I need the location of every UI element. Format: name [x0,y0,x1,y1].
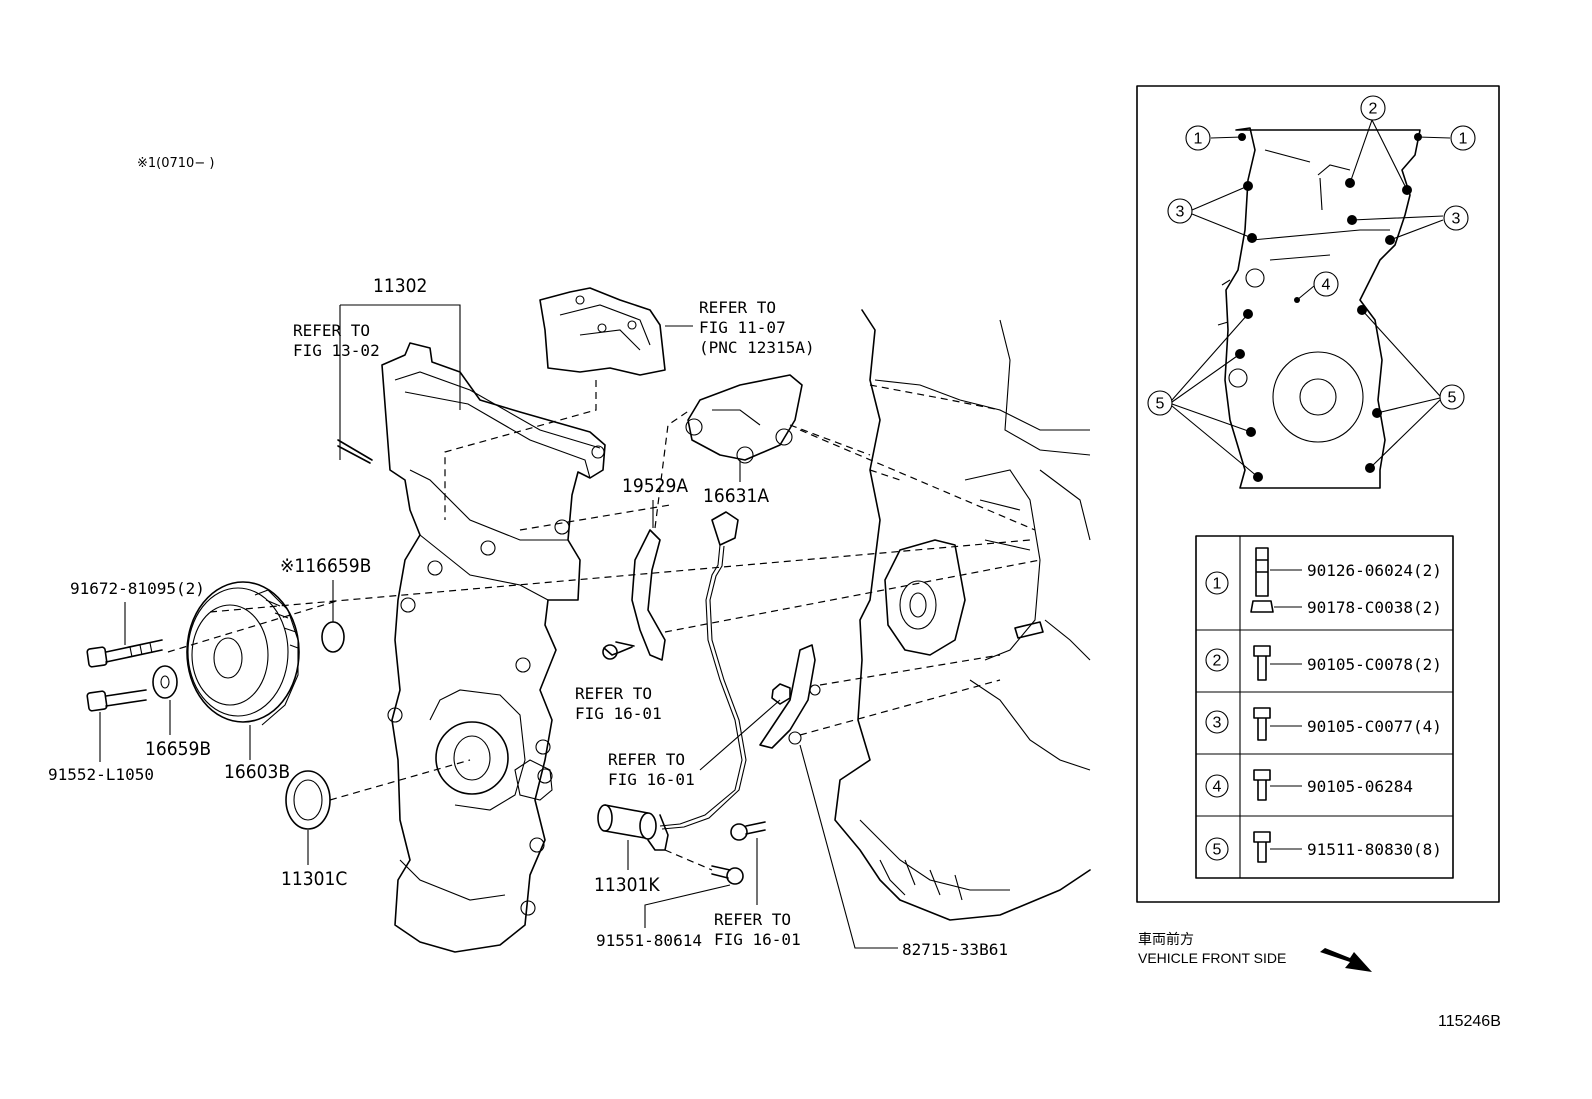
svg-text:1: 1 [1194,131,1203,148]
engine-mount-bracket [539,287,666,376]
table-part-number: 91511-80830(8) [1307,840,1442,859]
callout-4: 4 [1313,271,1339,297]
table-row: 3 90105-C0077(4) [1205,707,1442,741]
label-11301K: 11301K [594,874,660,896]
label-91672: 91672-81095(2) [70,579,205,598]
idler-16631A [685,374,803,464]
washer-star-icon [321,621,345,653]
inset-callouts: 1 2 1 3 3 4 5 5 [1147,95,1476,416]
bracket-19529A [631,529,666,661]
bolt-91672-icon [86,639,163,668]
label-11302: 11302 [373,275,427,297]
refer-11-07-line2: FIG 11-07 [699,318,786,337]
refer-11-07-line1: REFER TO [699,298,776,317]
table-row-key: 3 [1213,715,1222,732]
inset-frame [1136,85,1500,903]
table-row: 2 90105-C0078(2) [1205,645,1442,681]
table-row: 5 91511-80830(8) [1205,831,1442,863]
table-row: 1 90126-06024(2) 90178-C0038(2) [1205,547,1442,617]
engine-block [834,309,1091,921]
table-part-number: 90105-06284 [1307,777,1413,796]
callout-5-left: 5 [1147,390,1173,416]
bolt-small-icon [603,641,635,656]
label-82715: 82715-33B61 [902,940,1008,959]
svg-text:4: 4 [1322,277,1331,294]
callout-3-left: 3 [1167,198,1193,224]
table-row-key: 1 [1213,576,1222,593]
refer-16-01-b-line2: FIG 16-01 [608,770,695,789]
inset-bolt-dots [1235,133,1422,482]
svg-text:5: 5 [1156,396,1165,413]
svg-text:3: 3 [1452,211,1461,228]
bolt-91552-icon [86,689,147,712]
label-16631A: 16631A [703,485,769,507]
vehicle-front-jp: 車両前方 [1138,931,1194,947]
timing-cover [381,342,606,953]
table-row: 4 90105-06284 [1205,769,1413,801]
callout-1-left: 1 [1185,125,1211,151]
plate-82715 [759,644,821,749]
crank-pulley [186,581,300,726]
refer-16-01-c-line2: FIG 16-01 [714,930,801,949]
washer-icon [152,665,178,699]
svg-text:5: 5 [1448,390,1457,407]
inset-leaders [1171,119,1451,478]
refer-13-02-line1: REFER TO [293,321,370,340]
refer-16-01-b-line1: REFER TO [608,750,685,769]
label-16603B: 16603B [224,761,290,783]
svg-text:1: 1 [1459,131,1468,148]
table-row-key: 2 [1213,653,1222,670]
label-16659B: 16659B [145,738,211,760]
table-part-number: 90178-C0038(2) [1307,598,1442,617]
refer-11-07-line3: (PNC 12315A) [699,338,815,357]
refer-16-01-a-line1: REFER TO [575,684,652,703]
bolt-91551-icon [711,865,744,885]
bolt-table: 1 90126-06024(2) 90178-C0038(2) 2 90105-… [1195,535,1454,879]
vehicle-front-en: VEHICLE FRONT SIDE [1138,950,1286,966]
refer-16-01-a-line2: FIG 16-01 [575,704,662,723]
note-prefix: ※1(0710− ) [137,156,214,171]
callout-5-right: 5 [1439,384,1465,410]
label-16659B-star: ※116659B [280,555,371,577]
svg-text:2: 2 [1369,101,1378,118]
table-part-number: 90105-C0077(4) [1307,717,1442,736]
table-part-number: 90126-06024(2) [1307,561,1442,580]
clip-icon [771,683,791,705]
front-arrow-icon [1320,948,1372,972]
table-row-key: 4 [1213,779,1222,796]
callout-3-right: 3 [1443,205,1469,231]
callout-2: 2 [1360,95,1386,121]
label-11301C: 11301C [281,868,347,890]
crank-sensor-11301K [597,804,669,851]
sensor-wire [659,511,747,830]
label-19529A: 19529A [622,475,688,497]
refer-13-02-line2: FIG 13-02 [293,341,380,360]
inset-cover-outline [1217,127,1421,489]
callout-1-right: 1 [1450,125,1476,151]
svg-text:3: 3 [1176,204,1185,221]
bolt-fig-16-01-icon [730,821,766,841]
table-part-number: 90105-C0078(2) [1307,655,1442,674]
label-91551: 91551-80614 [596,931,702,950]
label-91552: 91552-L1050 [48,765,154,784]
figure-number: 115246B [1438,1013,1501,1030]
table-row-key: 5 [1213,842,1222,859]
stud-icon [337,439,373,464]
refer-16-01-c-line1: REFER TO [714,910,791,929]
